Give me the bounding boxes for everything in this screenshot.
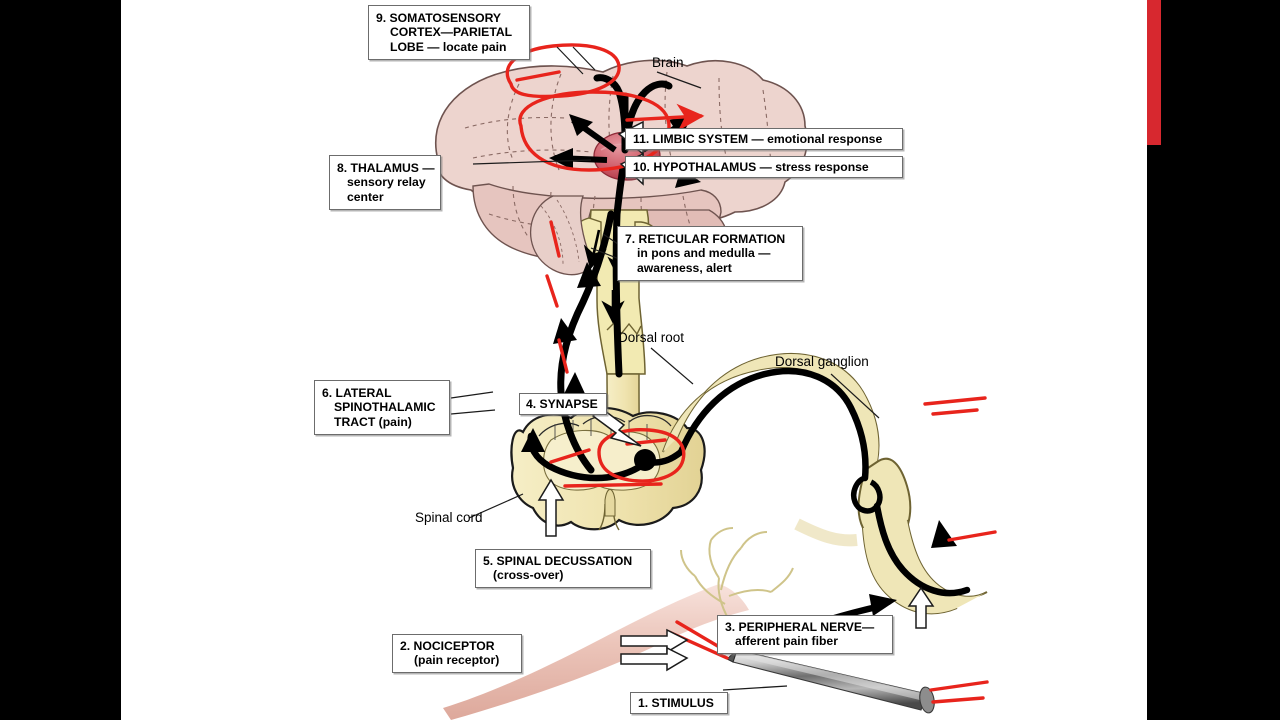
callout-line: 1. STIMULUS [638,696,714,710]
callout-line: TRACT (pain) [334,414,412,429]
label-dorsal-ganglion: Dorsal ganglion [775,354,869,369]
callout-line: 2. NOCICEPTOR [400,639,495,653]
label-spinal-cord: Spinal cord [415,510,483,525]
callout-thalamus[interactable]: 8. THALAMUS — sensory relay center [329,155,441,211]
label-brain: Brain [652,55,684,70]
callout-spinal-decussation[interactable]: 5. SPINAL DECUSSATION (cross-over) [475,549,651,588]
callout-stimulus[interactable]: 1. STIMULUS [630,692,728,715]
label-dorsal-root: Dorsal root [618,330,685,345]
callout-limbic-system[interactable]: 11. LIMBIC SYSTEM — emotional response [625,128,903,151]
callout-line: afferent pain fiber [735,634,838,649]
skin-and-stimulus [443,527,935,720]
red-accent-bar [1147,0,1161,145]
callout-line: 4. SYNAPSE [526,397,598,411]
letterbox-bar-right-lower [1147,145,1161,720]
diagram-canvas: 9. SOMATOSENSORY CORTEX—PARIETAL LOBE — … [121,0,1147,720]
callout-synapse[interactable]: 4. SYNAPSE [519,393,607,416]
pain-pathway-artwork [435,43,997,720]
callout-line: sensory relay [347,175,426,190]
callout-line: SPINOTHALAMIC [334,400,436,415]
callout-line: in pons and medulla — [637,246,771,261]
callout-line: 11. LIMBIC SYSTEM — emotional response [633,132,883,146]
callout-peripheral-nerve[interactable]: 3. PERIPHERAL NERVE— afferent pain fiber [717,615,893,654]
leader-lines [450,46,880,519]
callout-line: (pain receptor) [414,653,500,668]
stimulus-leader [722,685,788,691]
callout-somatosensory-cortex[interactable]: 9. SOMATOSENSORY CORTEX—PARIETAL LOBE — … [368,5,530,61]
callout-line: 9. SOMATOSENSORY [376,11,502,25]
letterbox-bar-right [1160,0,1280,720]
letterbox-bar-left [0,0,121,720]
callout-hypothalamus[interactable]: 10. HYPOTHALAMUS — stress response [625,156,903,179]
callout-line: 10. HYPOTHALAMUS — stress response [633,160,869,174]
callout-line: center [347,189,384,204]
callout-line: (cross-over) [493,568,564,583]
callout-lateral-spinothalamic-tract[interactable]: 6. LATERAL SPINOTHALAMIC TRACT (pain) [314,380,450,436]
callout-reticular-formation[interactable]: 7. RETICULAR FORMATION in pons and medul… [617,226,803,282]
callout-line: 8. THALAMUS — [337,161,435,175]
callout-line: 3. PERIPHERAL NERVE— [725,620,875,634]
callout-line: awareness, alert [637,260,732,275]
callout-line: 5. SPINAL DECUSSATION [483,554,633,568]
callout-line: 6. LATERAL [322,386,392,400]
nail-object [726,648,935,714]
dorsal-root-and-nerve [662,353,988,615]
callout-line: 7. RETICULAR FORMATION [625,232,786,246]
callout-nociceptor[interactable]: 2. NOCICEPTOR (pain receptor) [392,634,522,673]
free-nerve-endings [680,527,794,621]
callout-line: CORTEX—PARIETAL [390,25,513,40]
callout-line: LOBE — locate pain [390,39,507,54]
skin-surface [443,584,749,720]
